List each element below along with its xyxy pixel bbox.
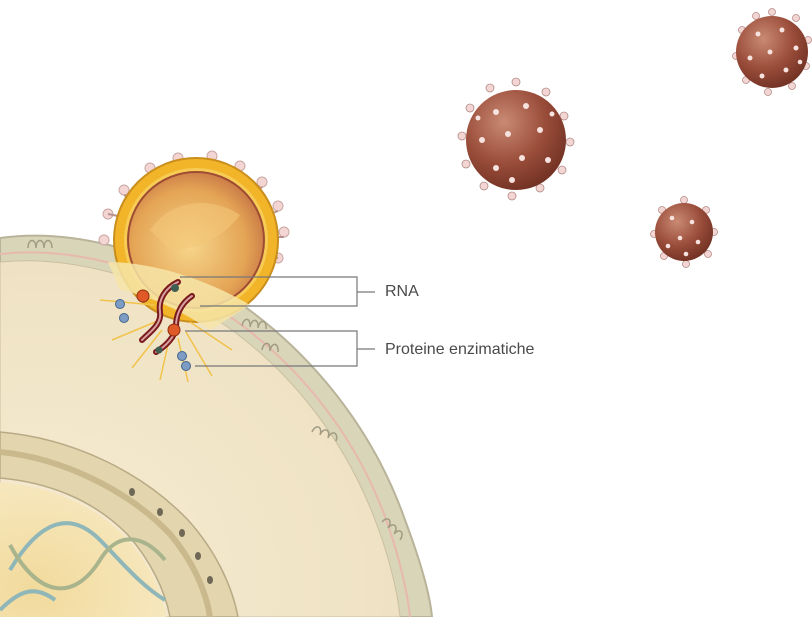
virus-particle-small bbox=[651, 197, 718, 268]
virus-particle-topright bbox=[733, 9, 812, 96]
virus-particle-large bbox=[458, 78, 574, 200]
enzymatic-proteins-label: Proteine enzimatiche bbox=[385, 341, 534, 359]
rna-label: RNA bbox=[385, 283, 419, 301]
